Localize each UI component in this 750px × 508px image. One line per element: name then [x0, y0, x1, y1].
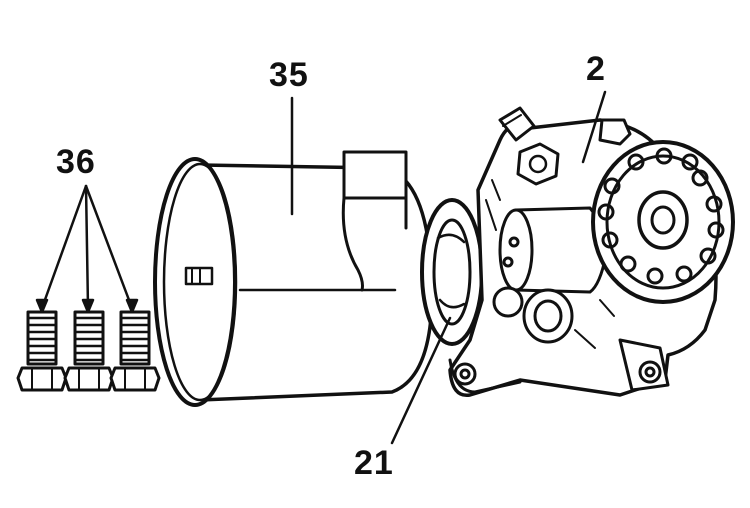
- leader-21: [390, 316, 452, 445]
- bolt-right: [109, 310, 161, 392]
- callout-label-35: 35: [269, 56, 309, 94]
- leader-36: [35, 184, 139, 314]
- reservoir: [153, 150, 434, 407]
- bolt-left: [16, 310, 68, 392]
- callout-label-36: 36: [56, 143, 96, 181]
- bolt-middle: [63, 310, 115, 392]
- callout-label-2: 2: [586, 50, 606, 88]
- seal-ring: [420, 198, 484, 346]
- bolt-group: [16, 310, 161, 392]
- pulley-flange: [591, 140, 735, 304]
- leader-lines: [35, 90, 607, 445]
- leader-2: [581, 90, 607, 164]
- callout-label-21: 21: [354, 444, 394, 482]
